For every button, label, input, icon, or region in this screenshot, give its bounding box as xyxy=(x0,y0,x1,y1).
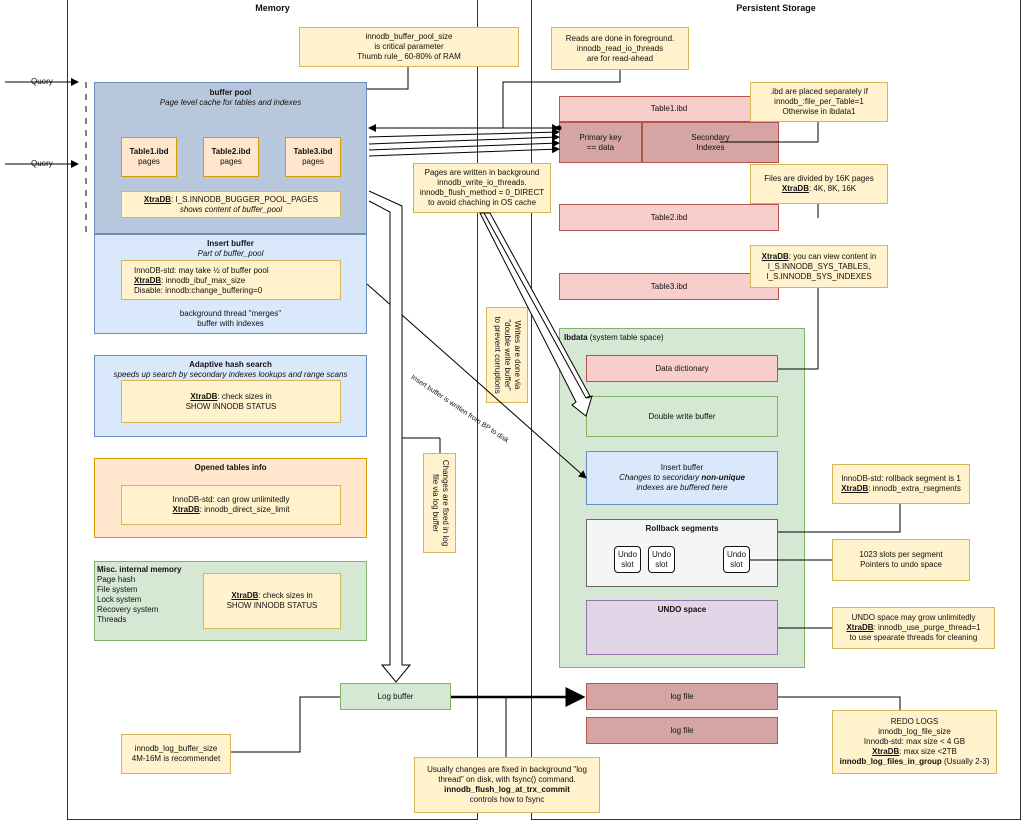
secondary-indexes: Secondary Indexes xyxy=(642,122,779,163)
changes-fixed-note: Changes are fixed in log file via log bu… xyxy=(423,453,456,553)
insert-buffer-title: Insert buffer xyxy=(207,239,254,248)
insert-buffer-bg1: background thread "merges" xyxy=(179,309,282,318)
adaptive-hash-title: Adaptive hash search xyxy=(189,360,272,369)
slots-note: 1023 slots per segment Pointers to undo … xyxy=(832,539,970,581)
buffer-pool-title: buffer pool xyxy=(209,88,252,97)
undo-space-title: UNDO space xyxy=(657,605,707,614)
table2-ibd-disk: Table2.ibd xyxy=(559,204,779,231)
query-label-2: Query xyxy=(30,159,54,169)
log-buffer: Log buffer xyxy=(340,683,451,710)
ibd-separate-note: .ibd are placed separately if innodb_:fi… xyxy=(750,82,888,122)
storage-title: Persistent Storage xyxy=(736,3,816,13)
rollback-title: Rollback segments xyxy=(645,524,719,533)
sys-tables-note: XtraDB: you can view content in I_S.INNO… xyxy=(750,245,888,288)
insert-buffer-bg2: buffer with indexes xyxy=(197,319,264,328)
table3-ibd-disk: Table3.ibd xyxy=(559,273,779,300)
misc-item: Lock system xyxy=(97,595,142,604)
misc-note: XtraDB: check sizes in SHOW INNODB STATU… xyxy=(203,573,341,629)
query-label-1: Query xyxy=(30,77,54,87)
table1-ibd-disk: Table1.ibd xyxy=(559,96,779,122)
primary-key-data: Primary key == data xyxy=(559,122,642,163)
opened-tables-title: Opened tables info xyxy=(194,463,267,472)
redo-logs-note: REDO LOGS innodb_log_file_size Innodb-st… xyxy=(832,710,997,774)
insert-buffer-note: InnoDB-std: may take ½ of buffer pool Xt… xyxy=(121,260,341,300)
insert-buffer-disk: Insert buffer Changes to secondary non-u… xyxy=(586,451,778,505)
opened-tables-note: InnoDB-std: can grow unlimitedly XtraDB:… xyxy=(121,485,341,525)
undo-space: UNDO space xyxy=(586,600,778,655)
fsync-note: Usually changes are fixed in background … xyxy=(414,757,600,813)
undo-note: UNDO space may grow unlimitedly XtraDB: … xyxy=(832,607,995,649)
misc-item: Recovery system xyxy=(97,605,159,614)
log-file-1: log file xyxy=(586,683,778,710)
pages-written-note: Pages are written in background innodb_w… xyxy=(413,163,551,213)
misc-list: Page hash File system Lock system Recove… xyxy=(97,575,158,625)
reads-note: Reads are done in foreground. innodb_rea… xyxy=(551,27,689,70)
adaptive-hash-note: XtraDB: check sizes in SHOW INNODB STATU… xyxy=(121,380,341,423)
bp-table3: Table3.ibd pages xyxy=(285,137,341,177)
ibdata-title: Ibdata (system table space) xyxy=(564,333,664,342)
bp-table2: Table2.ibd pages xyxy=(203,137,259,177)
rollback-note: InnoDB-std: rollback segment is 1 XtraDB… xyxy=(832,464,970,504)
double-write-note: Writes are done via "double write buffer… xyxy=(486,307,528,403)
misc-item: File system xyxy=(97,585,138,594)
log-file-2: log file xyxy=(586,717,778,744)
bp-table1: Table1.ibd pages xyxy=(121,137,177,177)
misc-item: Page hash xyxy=(97,575,136,584)
misc-item: Threads xyxy=(97,615,127,624)
misc-title: Misc. internal memory xyxy=(97,565,182,574)
buffer-pool-subtitle: Page level cache for tables and indexes xyxy=(159,98,302,107)
pages-16k-note: Files are divided by 16K pages XtraDB: 4… xyxy=(750,164,888,204)
log-buffer-note: innodb_log_buffer_size 4M-16M is recomme… xyxy=(121,734,231,774)
double-write-buffer: Double write buffer xyxy=(586,396,778,437)
adaptive-hash-subtitle: speeds up search by secondary indexes lo… xyxy=(113,370,348,379)
insert-buffer-subtitle: Part of buffer_pool xyxy=(197,249,264,258)
bp-xtradb-note: XtraDB: I_S.INNODB_BUGGER_POOL_PAGES sho… xyxy=(121,191,341,218)
buffer-pool-size-note: innodb_buffer_pool_size is critical para… xyxy=(299,27,519,67)
memory-title: Memory xyxy=(255,3,290,13)
data-dictionary: Data dictionary xyxy=(586,355,778,382)
